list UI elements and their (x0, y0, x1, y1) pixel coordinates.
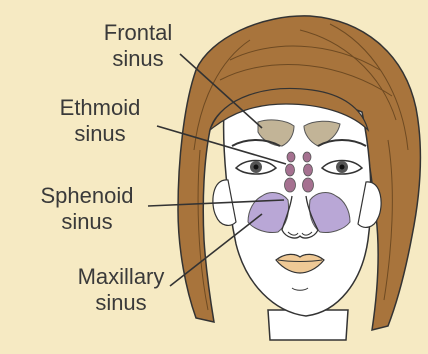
maxillary-sinus-label: Maxillary (62, 264, 180, 290)
ethmoid-sinus-label: Ethmoid (46, 95, 154, 121)
sphenoid-sinus-label: Sphenoid (24, 183, 150, 209)
sphenoid-sinus-label-line2: sinus (24, 209, 150, 235)
ethmoid-sinus-label-line2: sinus (46, 121, 154, 147)
maxillary-sinus-label-line2: sinus (62, 290, 180, 316)
frontal-sinus-label: Frontal (86, 20, 190, 46)
frontal-sinus-label-line2: sinus (86, 46, 190, 72)
